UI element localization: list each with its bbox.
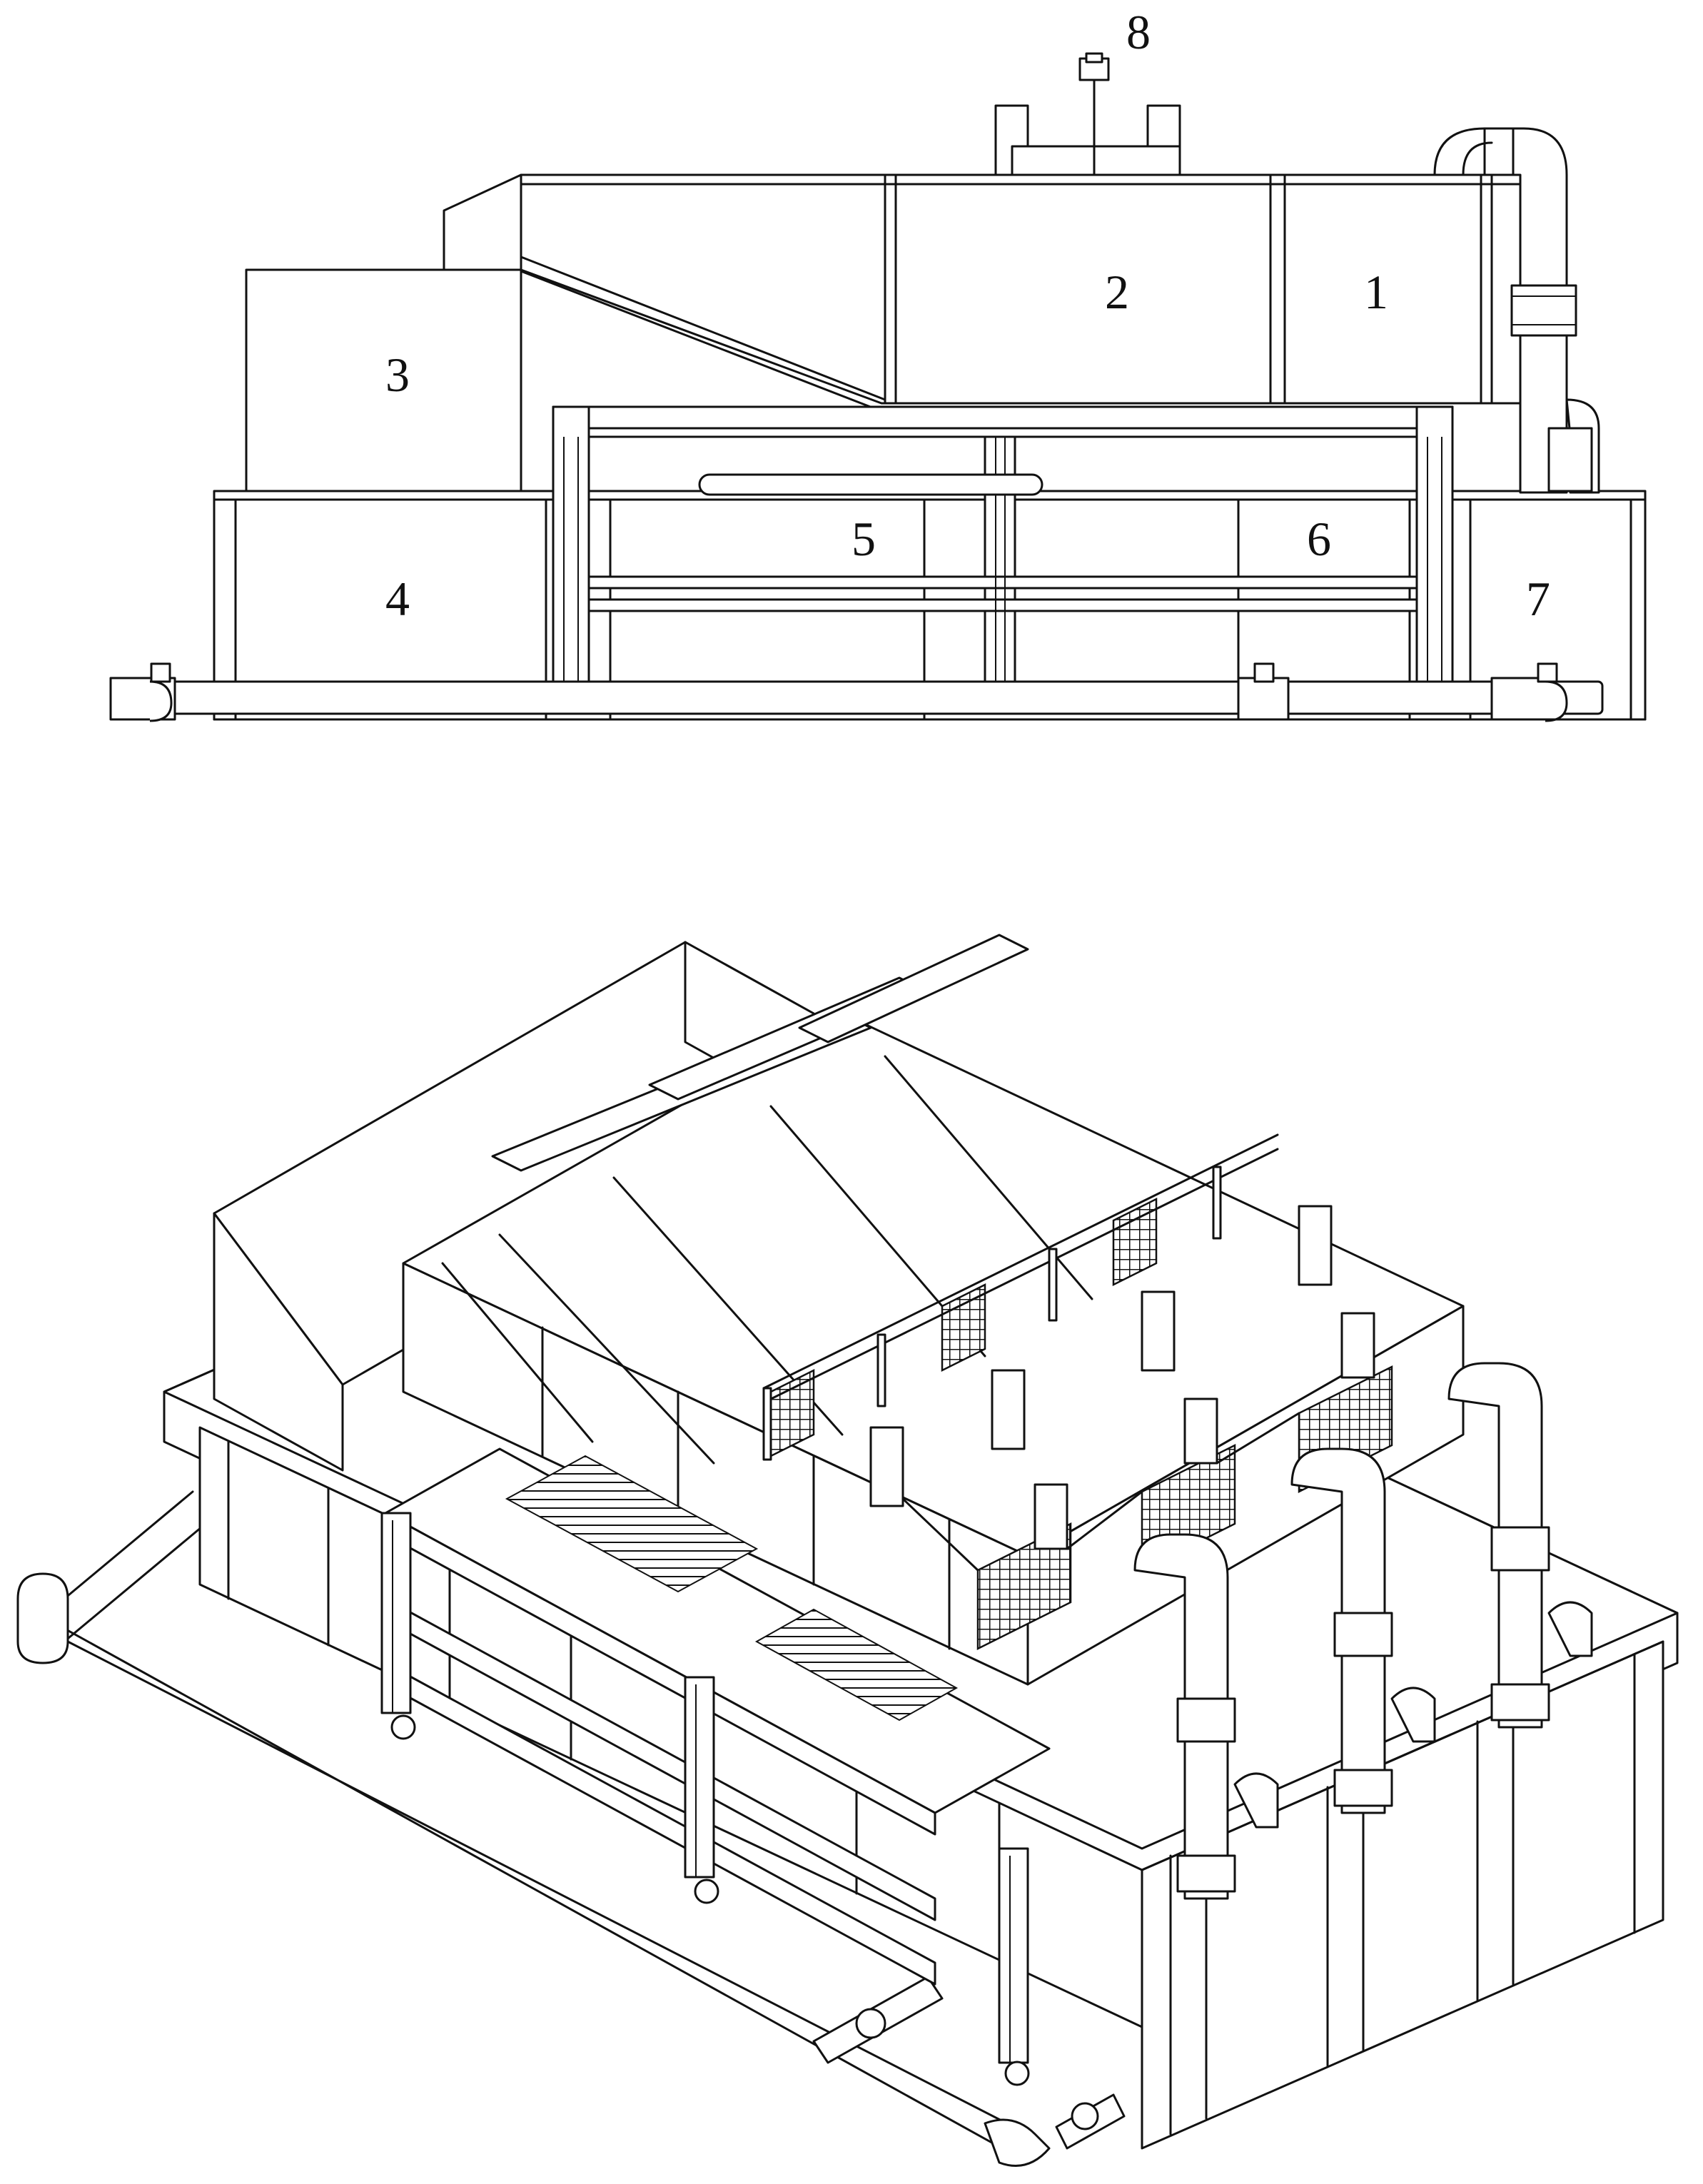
tank-3 [245, 268, 522, 492]
tank-1 [1283, 173, 1522, 405]
top-fixture-8 [994, 52, 1181, 176]
label-8: 8 [1126, 5, 1151, 59]
side-elevation-view: 1 2 3 4 5 6 7 8 [109, 5, 1647, 722]
isometric-view [16, 934, 1679, 2167]
label-1: 1 [1364, 265, 1388, 319]
tank-2 [884, 173, 1286, 405]
label-6: 6 [1307, 512, 1331, 566]
label-5: 5 [852, 512, 876, 566]
outlet-pipe [1433, 127, 1600, 494]
floor-pipe-loop [16, 1490, 1126, 2167]
label-3: 3 [385, 348, 410, 402]
aluminium-frame [552, 405, 1454, 708]
label-2: 2 [1105, 265, 1129, 319]
iso-vertical-pipes [1133, 1362, 1593, 1900]
hopper-connector [443, 173, 886, 414]
label-4: 4 [385, 572, 410, 626]
label-7: 7 [1526, 572, 1550, 626]
bottom-pipe [109, 662, 1647, 722]
iso-aluminium-frame [380, 1447, 1051, 2086]
gates-and-rail [762, 1133, 1375, 1572]
